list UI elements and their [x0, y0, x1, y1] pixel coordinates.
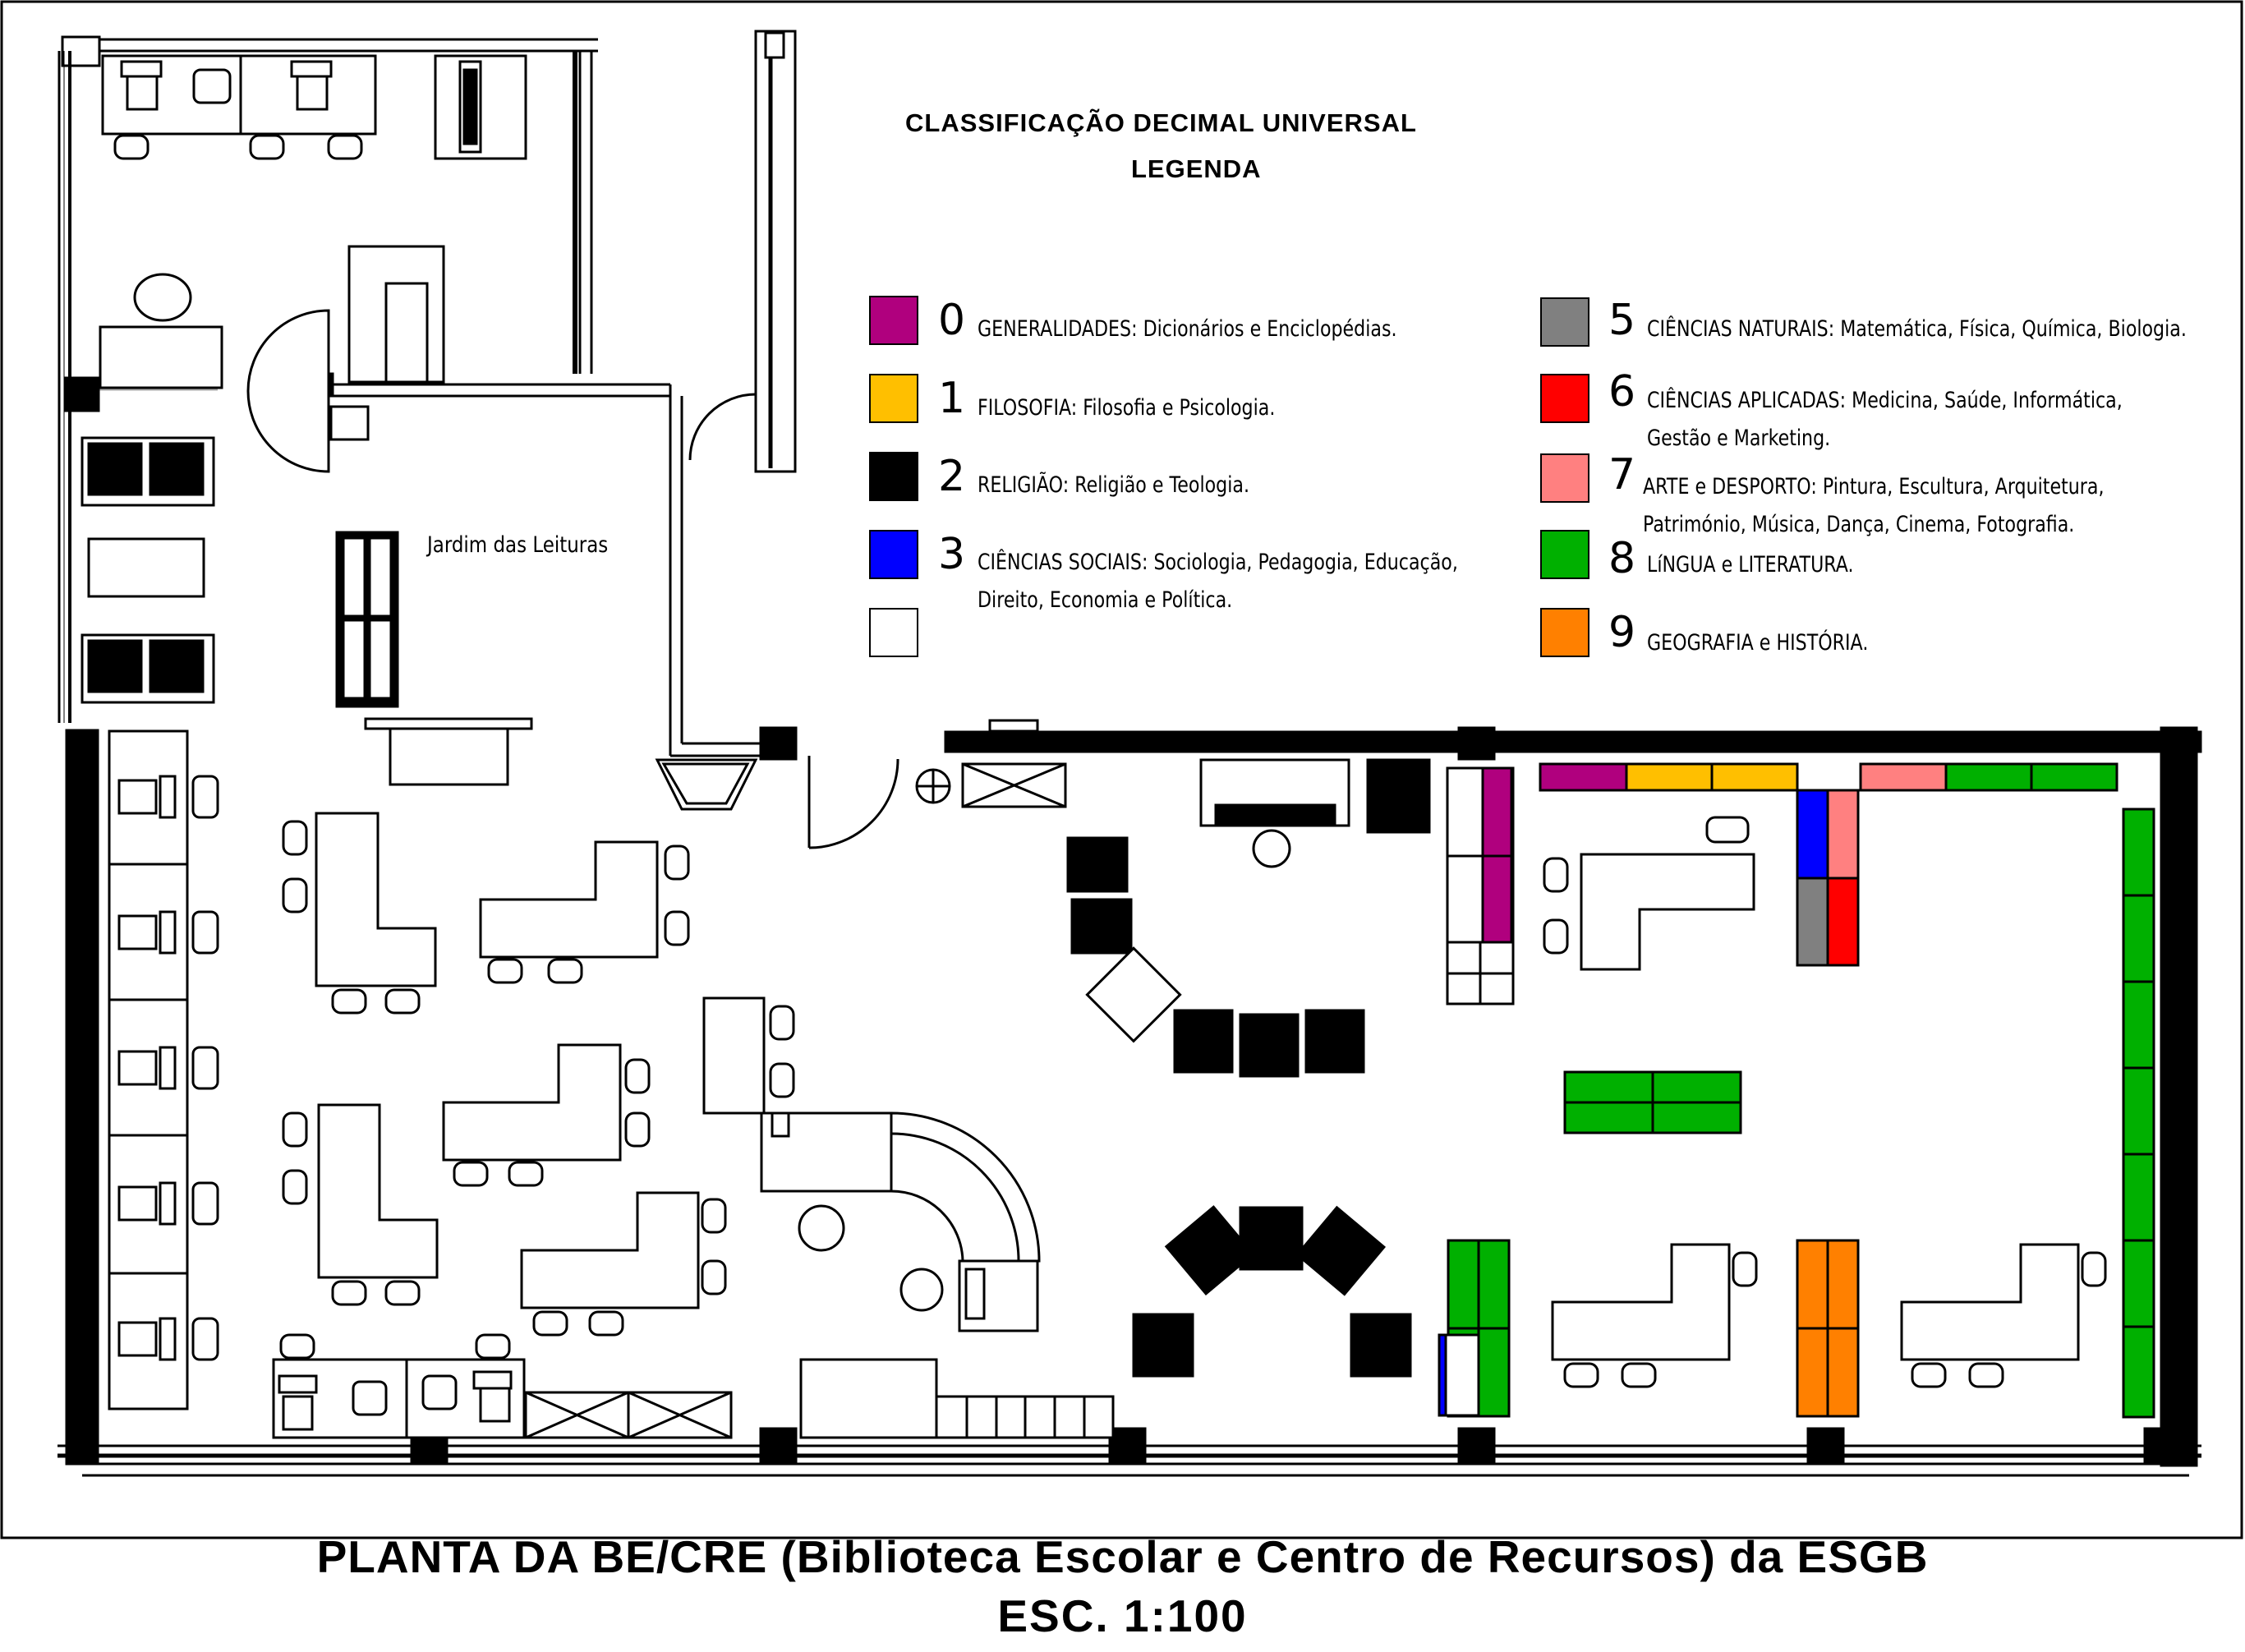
plan-title: PLANTA DA BE/CRE (Biblioteca Escolar e C… [316, 1531, 1929, 1582]
legend-number: 8 [1608, 534, 1636, 583]
legend-swatch [1540, 453, 1589, 503]
legend-text: CIÊNCIAS SOCIAIS: Sociologia, Pedagogia,… [978, 550, 1458, 575]
office-desks [99, 54, 527, 441]
study-tables [282, 812, 1041, 1337]
legend-number: 1 [938, 374, 966, 423]
legend-number: 7 [1608, 450, 1636, 499]
legend-text: GEOGRAFIA e HISTÓRIA. [1647, 630, 1869, 656]
legend-swatch [869, 374, 918, 423]
legend-number: 3 [938, 530, 966, 579]
legend-swatch [1540, 608, 1589, 657]
legend-swatch [869, 296, 918, 345]
legend-number: 2 [938, 452, 966, 501]
legend-text: FILOSOFIA: Filosofia e Psicologia. [978, 395, 1276, 421]
legend-text: ARTE e DESPORTO: Pintura, Escultura, Arq… [1643, 474, 2105, 499]
legend-swatch [1540, 530, 1589, 579]
legend-text: Gestão e Marketing. [1647, 426, 1831, 451]
right-tables [1543, 816, 2107, 1388]
legend-number: 5 [1608, 296, 1636, 345]
legend-swatch [869, 452, 918, 501]
plan-scale: ESC. 1:100 [997, 1590, 1248, 1641]
legend-text: CIÊNCIAS NATURAIS: Matemática, Física, Q… [1647, 316, 2187, 342]
reception-counter [272, 1333, 1115, 1439]
legend-heading: CLASSIFICAÇÃO DECIMAL UNIVERSAL [905, 108, 1417, 137]
bookshelves [1438, 762, 2155, 1419]
drawing-frame [0, 0, 2243, 1539]
legend-number: 9 [1608, 608, 1636, 657]
upper-left-office [58, 30, 797, 811]
reading-sofas [81, 436, 215, 704]
legend-swatch [869, 530, 918, 579]
legend-text: CIÊNCIAS APLICADAS: Medicina, Saúde, Inf… [1647, 388, 2123, 413]
legend-swatch [1540, 297, 1589, 347]
legend-text: GENERALIDADES: Dicionários e Enciclopédi… [978, 316, 1397, 342]
legend-text: LíNGUA e LITERATURA. [1647, 552, 1854, 578]
legend-number: 0 [938, 296, 966, 345]
legend-text: RELIGIÃO: Religião e Teologia. [978, 472, 1249, 498]
legend-swatch [869, 608, 918, 657]
library-walls [58, 726, 2202, 1477]
armchairs [1066, 758, 1431, 1378]
legend-swatch [1540, 374, 1589, 423]
legend-subheading: LEGENDA [1131, 154, 1262, 183]
legend-number: 6 [1608, 367, 1636, 416]
entrance-door [807, 719, 1067, 849]
room-label-jardim: Jardim das Leituras [427, 532, 609, 558]
service-desk [1199, 758, 1515, 1005]
computer-stations-left [108, 729, 219, 1410]
garden-furniture [335, 531, 533, 786]
legend-text: Património, Música, Dança, Cinema, Fotog… [1643, 512, 2075, 537]
legend-text: Direito, Economia e Política. [978, 587, 1233, 613]
